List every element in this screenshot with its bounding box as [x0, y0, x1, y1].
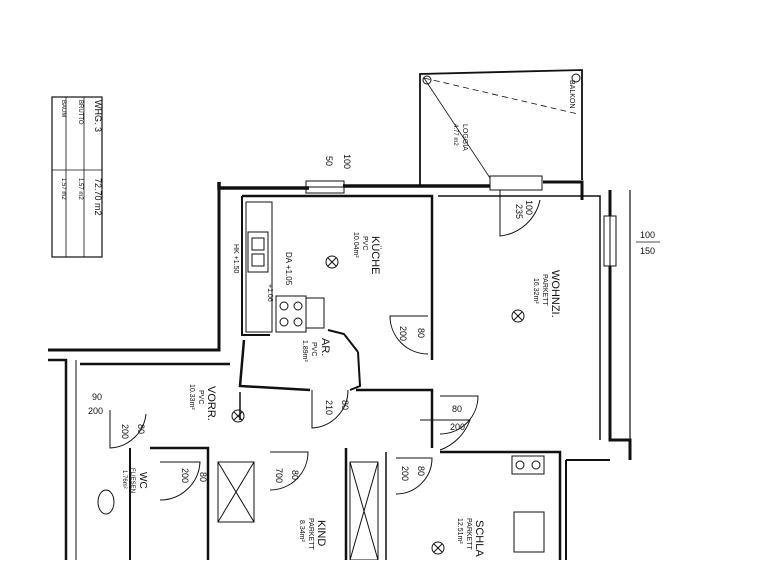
kueche-area: 10.04m²	[352, 232, 359, 258]
ar-floor: PVC	[310, 342, 317, 356]
schlaf-area: 12.51m²	[456, 518, 463, 544]
dim-window-right: 100	[640, 230, 655, 240]
legend-row2-left: BRUTTO	[77, 100, 83, 125]
dim-left-90: 90	[92, 392, 102, 402]
walls	[48, 180, 632, 560]
door-kueche	[389, 315, 429, 355]
windows	[305, 175, 617, 267]
door-vorr-left	[159, 461, 201, 501]
light-icon-kueche	[325, 255, 339, 269]
legend-table: WHG. 3 72.70 m2 BRUTTO 1.57 m2 BAUM 1.57…	[51, 96, 103, 258]
stove-icon-schlaf	[511, 455, 545, 475]
dim-da-label: DA +1.05	[284, 252, 293, 286]
window-top-right	[489, 175, 543, 191]
legend-area: 72.70 m2	[93, 178, 103, 216]
ar-name: AR.	[319, 338, 331, 356]
legend-row2-right: 1.57 m2	[77, 178, 83, 200]
dim-wohn-80: 80	[452, 404, 462, 414]
door-schlaf	[395, 457, 433, 495]
dim-kueche-200: 200	[398, 326, 408, 341]
wohnzi-name: WOHNZI.	[549, 270, 561, 318]
doors	[109, 190, 541, 501]
dim-wc-200: 200	[120, 424, 130, 439]
dim-wc-80: 80	[136, 424, 146, 434]
dim-schlaf-200: 200	[400, 466, 410, 481]
dim-wc-200b: 200	[180, 468, 190, 483]
legend-row3-left: BAUM	[60, 100, 66, 117]
kind-area: 8.34m²	[298, 520, 305, 542]
stove-icon	[275, 295, 307, 333]
dim-hk-label: HK +1.50	[232, 244, 239, 273]
vorr-floor: PVC	[197, 390, 204, 404]
sink-icon	[247, 231, 269, 273]
light-icon-vorr	[231, 409, 245, 423]
dim-left-200: 200	[88, 406, 103, 416]
dim-wc-80b: 80	[198, 472, 208, 482]
toilet-icon	[97, 489, 115, 515]
light-icon-schlaf	[431, 541, 445, 555]
door-ar	[311, 389, 349, 429]
wc-name: WC	[137, 472, 148, 489]
wc-area: 1.76m²	[121, 470, 127, 489]
dim-wohn-200: 200	[450, 422, 465, 432]
door-wohnzi-loggia	[499, 190, 541, 237]
kueche-name: KÜCHE	[369, 236, 381, 275]
wc-floor: FLIESEN	[129, 468, 135, 493]
dim-schlaf-80: 80	[416, 466, 426, 476]
legend-row3-right: 1.57 m2	[60, 178, 66, 200]
schlaf-name: SCHLA	[473, 520, 485, 557]
misc-fixtures	[97, 455, 545, 561]
wohnzi-area: 16.32m²	[532, 278, 539, 304]
loggia-area: LOGGIA 4.77 m2 BALKON	[419, 69, 583, 186]
dim-level-106: +1.06	[266, 284, 273, 302]
schlaf-floor: PARKETT	[465, 518, 472, 550]
door-kind	[269, 451, 309, 491]
dim-vorr-210: 210	[324, 400, 334, 415]
dim-vorr-80: 80	[340, 400, 350, 410]
dim-kueche-80: 80	[416, 328, 426, 338]
wardrobe-kind	[217, 461, 255, 523]
ceiling-light-markers	[231, 255, 525, 555]
loggia-name: LOGGIA	[461, 124, 468, 151]
dim-kind-80: 80	[290, 470, 300, 480]
vorr-name: VORR.	[205, 386, 217, 421]
legend-header: WHG. 3	[93, 100, 103, 132]
dim-kind-700: 700	[274, 468, 284, 483]
door-wohnzi-lower	[420, 419, 471, 451]
dim-window-right2: 150	[640, 246, 655, 256]
vorr-area: 10.33m²	[188, 384, 195, 410]
dim-door-235: 235	[514, 204, 524, 219]
kind-name: KIND	[315, 520, 327, 546]
ar-area: 1.89m²	[301, 340, 308, 362]
dim-window-top-left: 100	[342, 154, 352, 169]
wohnzi-floor: PARKETT	[541, 274, 548, 306]
kueche-floor: PVC	[361, 236, 368, 250]
door-wc	[109, 410, 147, 449]
dim-door-100: 100	[524, 200, 534, 215]
loggia-area: 4.77 m2	[452, 124, 458, 146]
dim-window-top-left2: 50	[324, 156, 334, 166]
room-labels: KÜCHE PVC 10.04m² WOHNZI. PARKETT 16.32m…	[121, 232, 561, 557]
light-icon-wohnzi	[511, 309, 525, 323]
dimension-labels: 100 50 100 150 100 235 80 200 80 210 80 …	[88, 154, 660, 483]
balkon-name: BALKON	[568, 80, 575, 108]
kind-floor: PARKETT	[307, 518, 314, 550]
kitchen-fixtures	[245, 201, 325, 333]
door-wohnzi	[439, 395, 479, 435]
